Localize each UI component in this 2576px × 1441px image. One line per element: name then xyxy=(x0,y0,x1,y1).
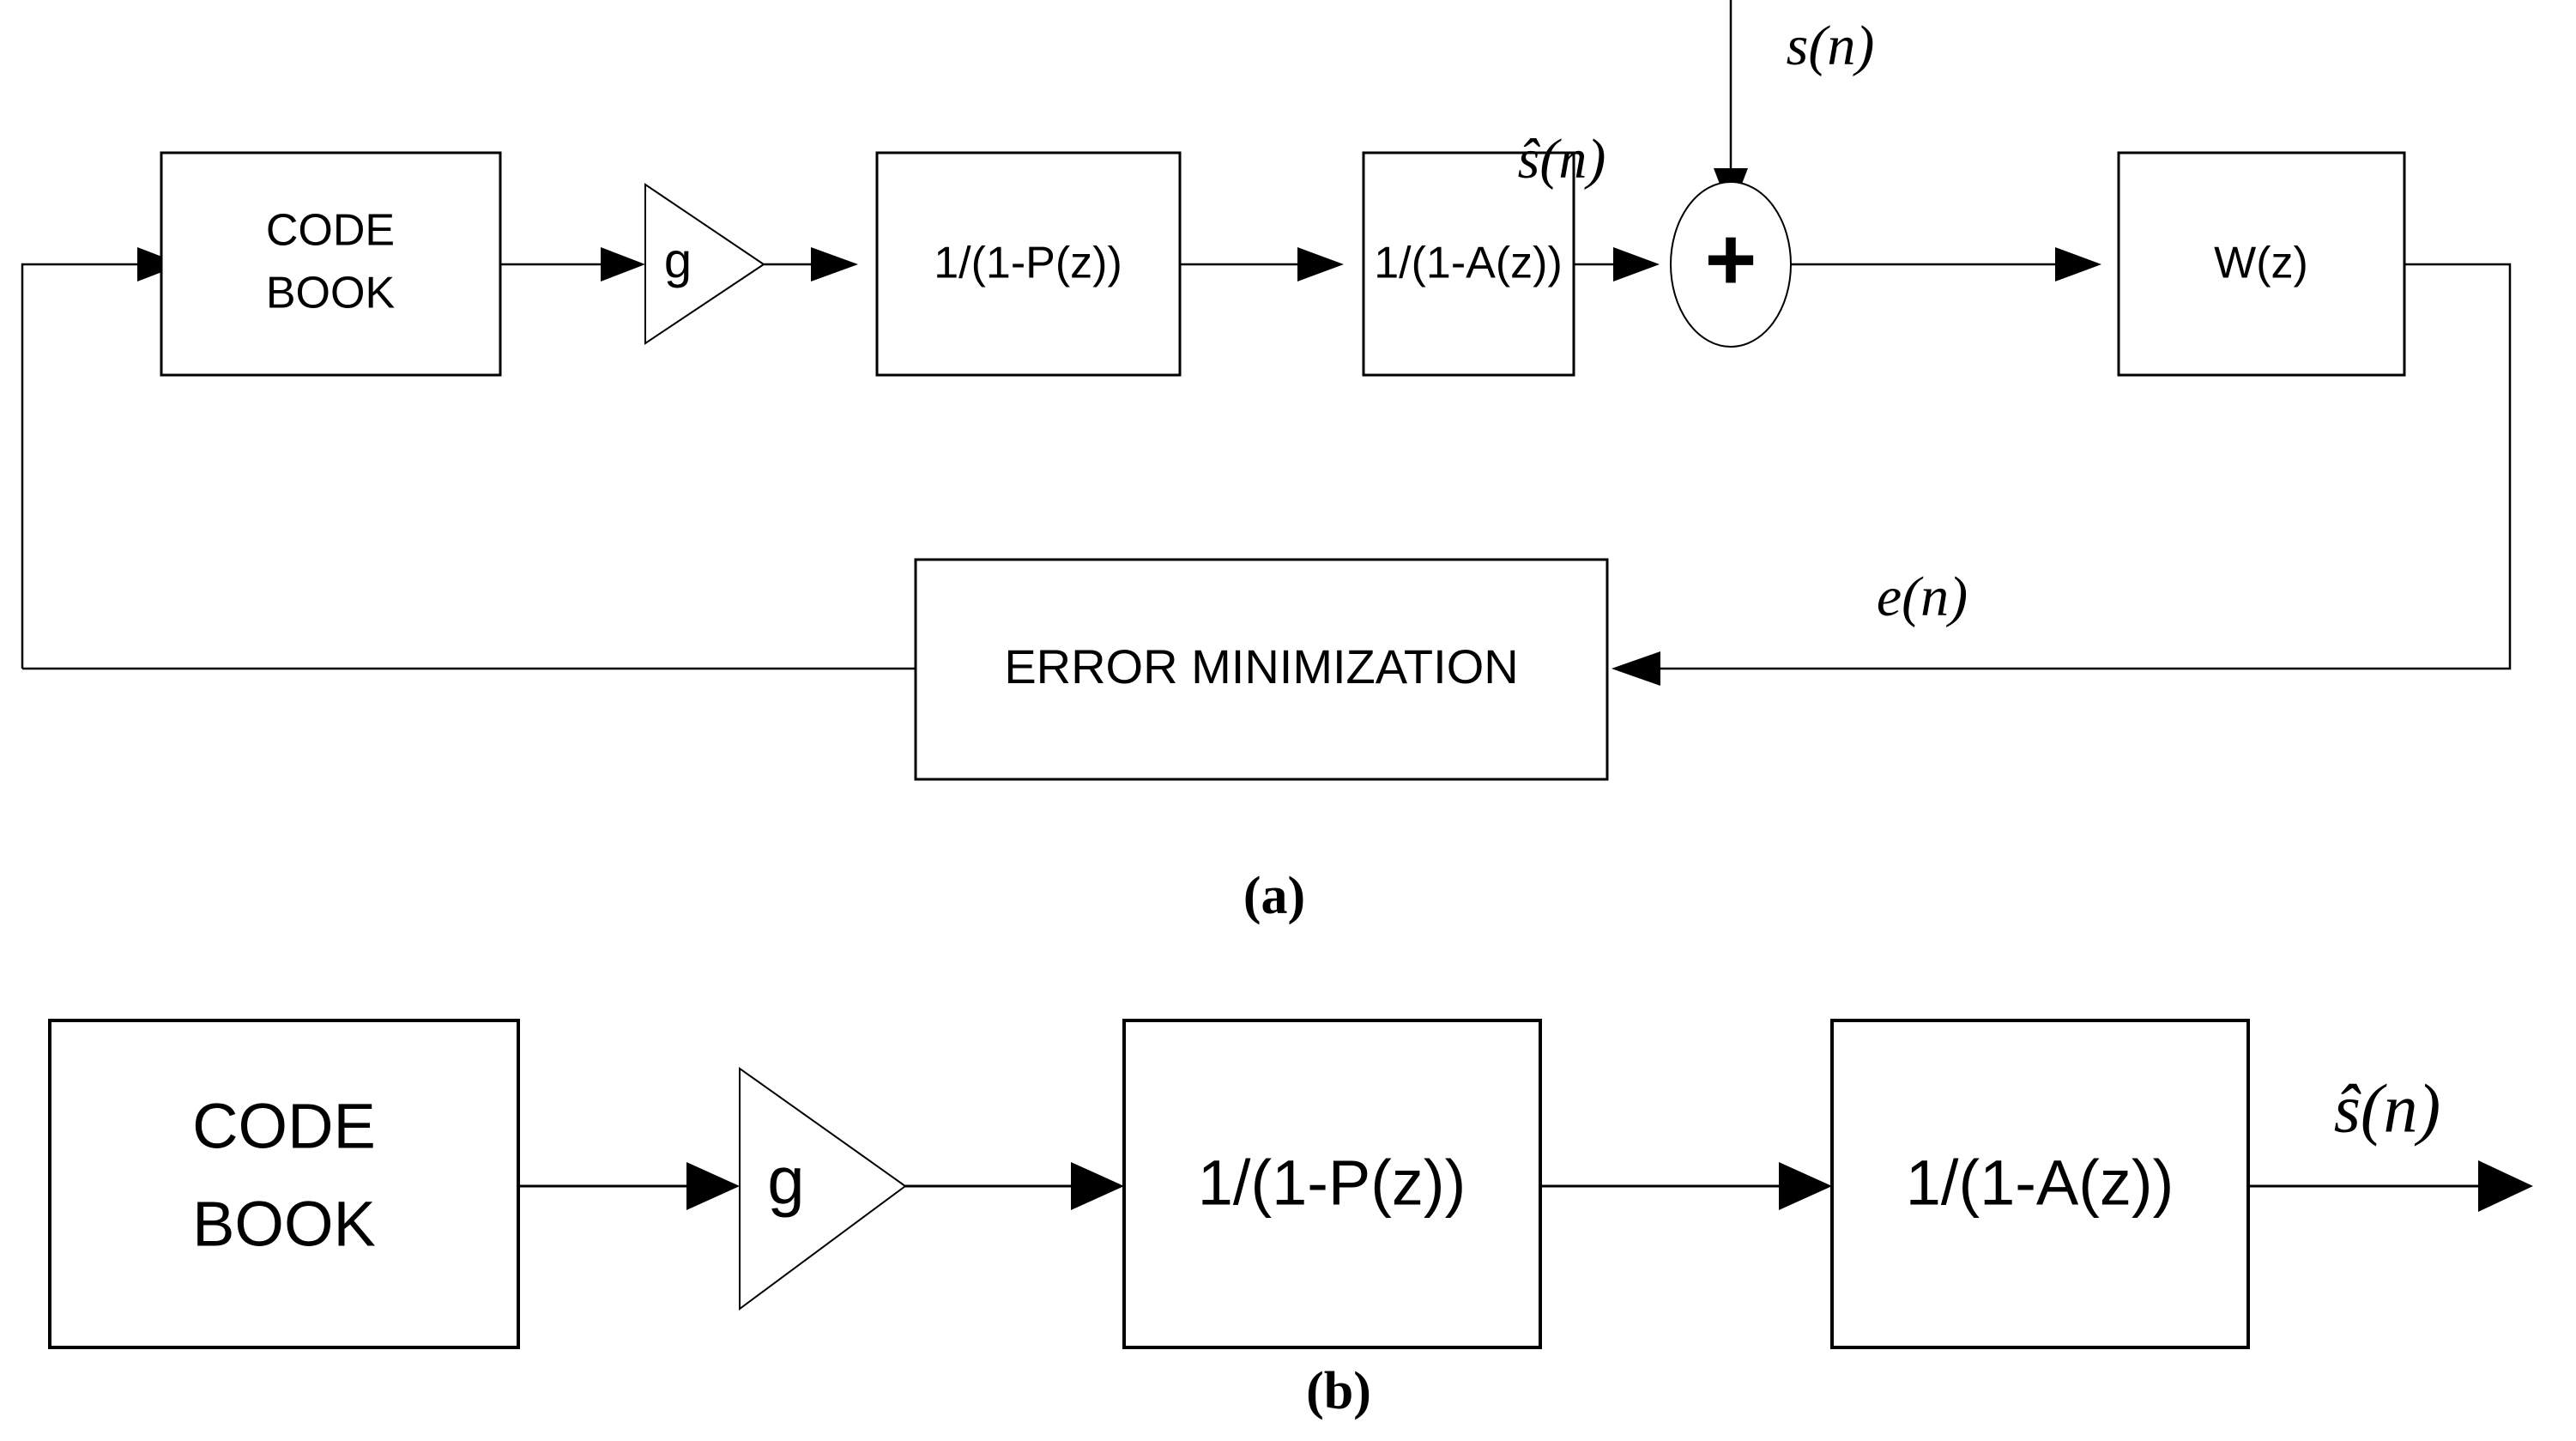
codebook-box-a xyxy=(160,151,502,377)
pitch-filter-box-a xyxy=(875,151,1182,377)
weighting-filter-box-a xyxy=(2117,151,2406,377)
wire-gain-to-pitch-b xyxy=(905,1162,1124,1210)
wire-summer-to-weighting-a xyxy=(1791,247,2101,282)
arrowhead-into-lpc-b xyxy=(1779,1162,1832,1210)
weighting-filter-label-a: W(z) xyxy=(2214,239,2308,288)
arrowhead-into-weighting-a xyxy=(2055,247,2101,282)
arrowhead-into-pitch-a xyxy=(811,247,858,282)
wire-error-feedback-a xyxy=(1612,263,2512,686)
lpc-filter-label-a: 1/(1-A(z)) xyxy=(1374,239,1563,288)
input-speech-label-a: s(n) xyxy=(1787,15,1875,77)
gain-label-b: g xyxy=(767,1143,804,1219)
wire-pitch-to-lpc-a xyxy=(1180,247,1344,282)
wire-lpc-to-summer-a xyxy=(1574,247,1660,282)
output-speech-label-b: ŝ(n) xyxy=(2334,1071,2440,1147)
pitch-filter-label-b: 1/(1-P(z)) xyxy=(1198,1147,1466,1219)
pitch-filter-label-a: 1/(1-P(z)) xyxy=(934,239,1122,288)
gain-amplifier-a xyxy=(644,183,765,345)
error-minimization-label-a: ERROR MINIMIZATION xyxy=(1004,639,1518,693)
caption-panel-b: (b) xyxy=(1306,1362,1371,1420)
arrowhead-output-b xyxy=(2478,1160,2533,1212)
wire-pitch-to-lpc-b xyxy=(1540,1162,1832,1210)
gain-amplifier-b xyxy=(739,1067,907,1311)
arrowhead-into-error-min-a xyxy=(1612,651,1660,686)
codebook-label-line2-a: BOOK xyxy=(266,269,396,318)
caption-panel-a: (a) xyxy=(1243,867,1305,925)
lpc-filter-box-a xyxy=(1362,151,1575,377)
panel-a: CODE BOOK g 1/(1-P(z)) xyxy=(21,0,2512,925)
lpc-filter-label-b: 1/(1-A(z)) xyxy=(1906,1147,2174,1219)
arrowhead-into-lpc-a xyxy=(1297,247,1344,282)
lpc-filter-box-b xyxy=(1830,1019,2250,1349)
arrowhead-into-codebook-a xyxy=(137,247,182,282)
codebook-label-line2-b: BOOK xyxy=(192,1189,376,1260)
panel-b: CODE BOOK g 1/(1-P(z)) xyxy=(48,1019,2533,1420)
codebook-box-b xyxy=(48,1019,520,1349)
error-minimization-box-a xyxy=(914,558,1609,781)
wire-codebook-to-gain-a xyxy=(500,247,645,282)
arrowhead-into-summer-a xyxy=(1613,247,1660,282)
wire-gain-to-pitch-a xyxy=(764,247,858,282)
arrowhead-into-pitch-b xyxy=(1071,1162,1124,1210)
error-signal-label-a: e(n) xyxy=(1877,566,1968,628)
wire-codebook-to-gain-b xyxy=(518,1162,740,1210)
wire-output-b xyxy=(2248,1160,2533,1212)
gain-label-a: g xyxy=(664,233,692,288)
wire-input-speech-a xyxy=(1714,0,1748,213)
synthetic-speech-label-a: ŝ(n) xyxy=(1518,128,1606,191)
adder-plus-label-a: + xyxy=(1705,209,1757,309)
codebook-label-line1-a: CODE xyxy=(266,206,395,256)
pitch-filter-box-b xyxy=(1122,1019,1542,1349)
arrowhead-into-gain-a xyxy=(601,247,645,282)
feedback-loop-wire-a xyxy=(21,247,182,669)
arrowhead-into-gain-b xyxy=(686,1162,740,1210)
codebook-label-line1-b: CODE xyxy=(192,1091,376,1162)
